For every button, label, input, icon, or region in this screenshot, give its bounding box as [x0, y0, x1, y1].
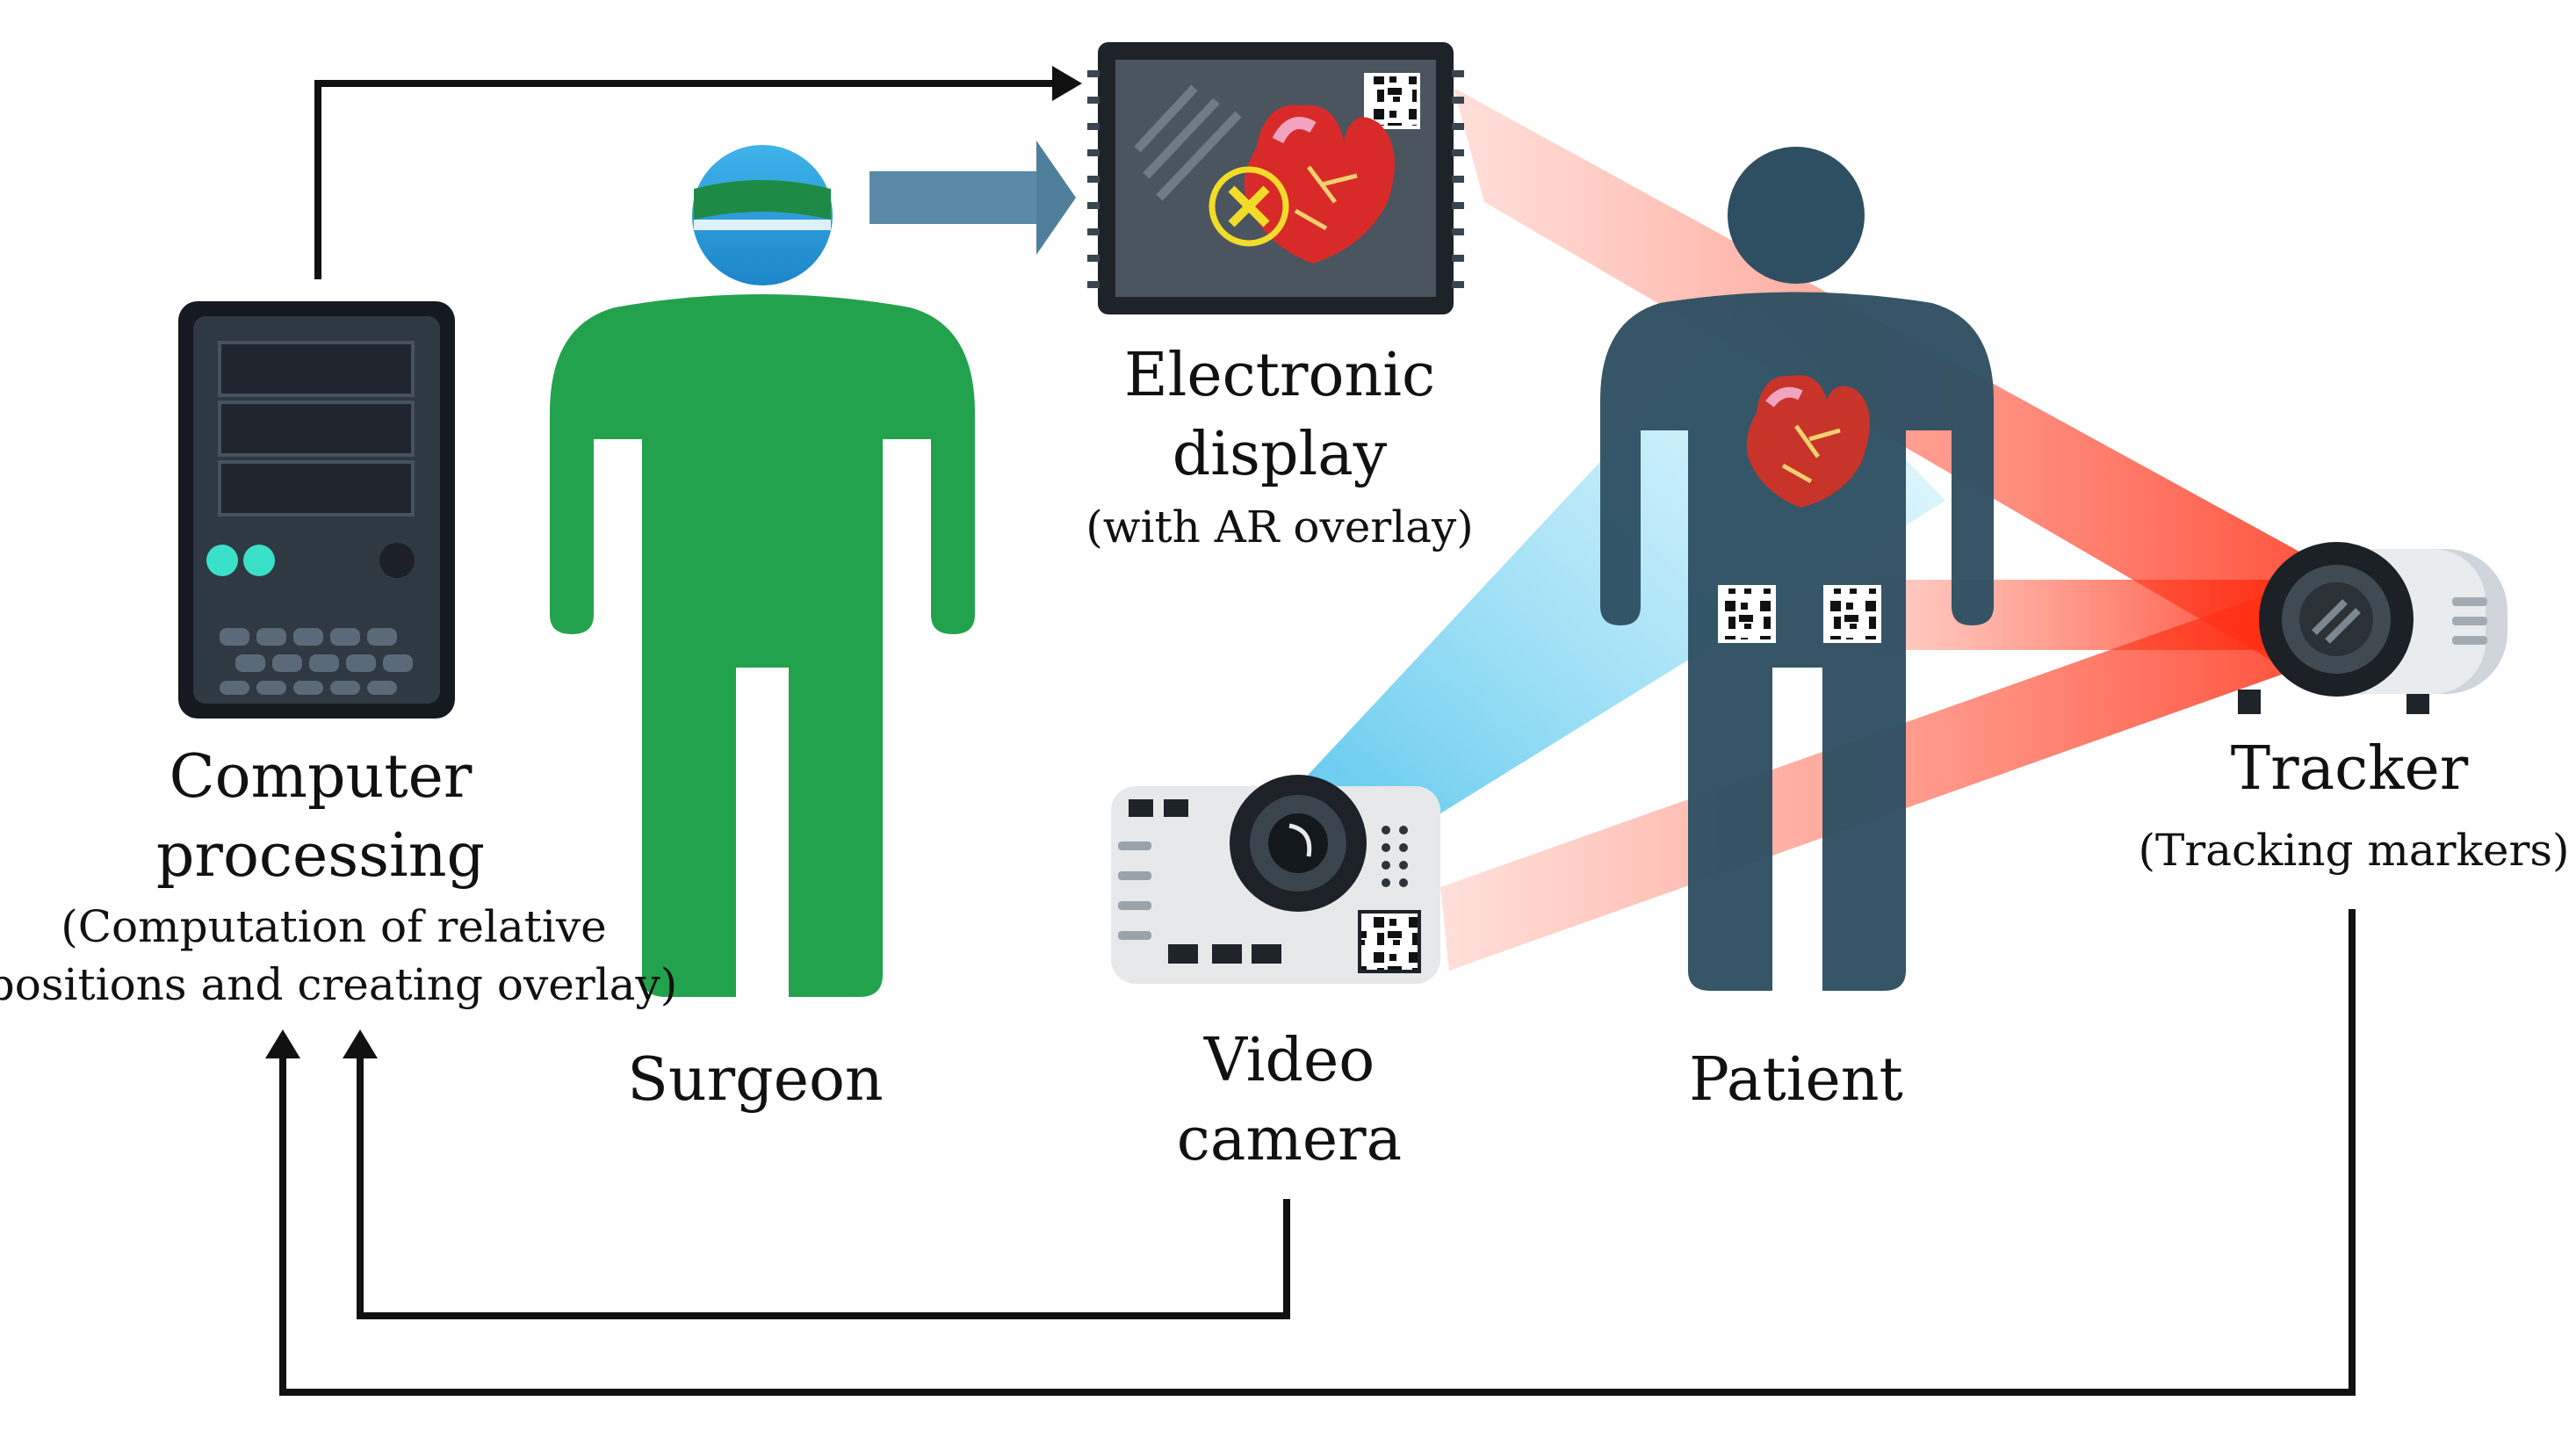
tracking-marker-icon [1358, 910, 1421, 973]
tracker-sublabel: (Tracking markers) [2138, 825, 2569, 876]
camera-label-line1: Video [1203, 1026, 1375, 1095]
arrow-computer-to-display [314, 80, 1058, 279]
arrow-camera-to-computer [357, 1050, 1290, 1319]
tracking-marker-icon [1823, 585, 1881, 643]
camera-label-line2: camera [1177, 1105, 1402, 1174]
arrowheads [265, 66, 1082, 1058]
tracker-label: Tracker [2231, 734, 2469, 804]
arrowhead-computer-a [343, 1029, 378, 1058]
connection-arrows [279, 80, 2356, 1396]
computer-sublabel-line1: (Computation of relative [61, 901, 606, 952]
surgeon-view-arrow [869, 141, 1076, 255]
patient-label: Patient [1689, 1045, 1903, 1115]
labels: Computer processing (Computation of rela… [0, 341, 2570, 1174]
display-label-line1: Electronic [1124, 341, 1435, 410]
tracking-marker-icon [1718, 585, 1776, 643]
computer-label-line2: processing [156, 821, 485, 891]
tracker-device-icon [2238, 542, 2507, 714]
display-label-line2: display [1173, 420, 1388, 489]
patient-figure-icon [1600, 147, 1994, 991]
tracking-marker-icon [1364, 73, 1420, 129]
arrowhead-computer-b [265, 1029, 300, 1058]
computer-label-line1: Computer [170, 742, 473, 812]
computer-tower-icon [178, 301, 455, 719]
ar-display-icon [1087, 42, 1464, 314]
heart-icon [1746, 375, 1870, 508]
surgeon-label: Surgeon [627, 1045, 883, 1115]
surgeon-figure-icon [550, 145, 975, 997]
video-camera-icon [1111, 775, 1440, 984]
arrowhead-display [1052, 66, 1082, 101]
display-sublabel: (with AR overlay) [1086, 502, 1474, 552]
computer-sublabel-line2: positions and creating overlay) [0, 959, 677, 1010]
arrow-tracker-to-computer [279, 909, 2356, 1396]
